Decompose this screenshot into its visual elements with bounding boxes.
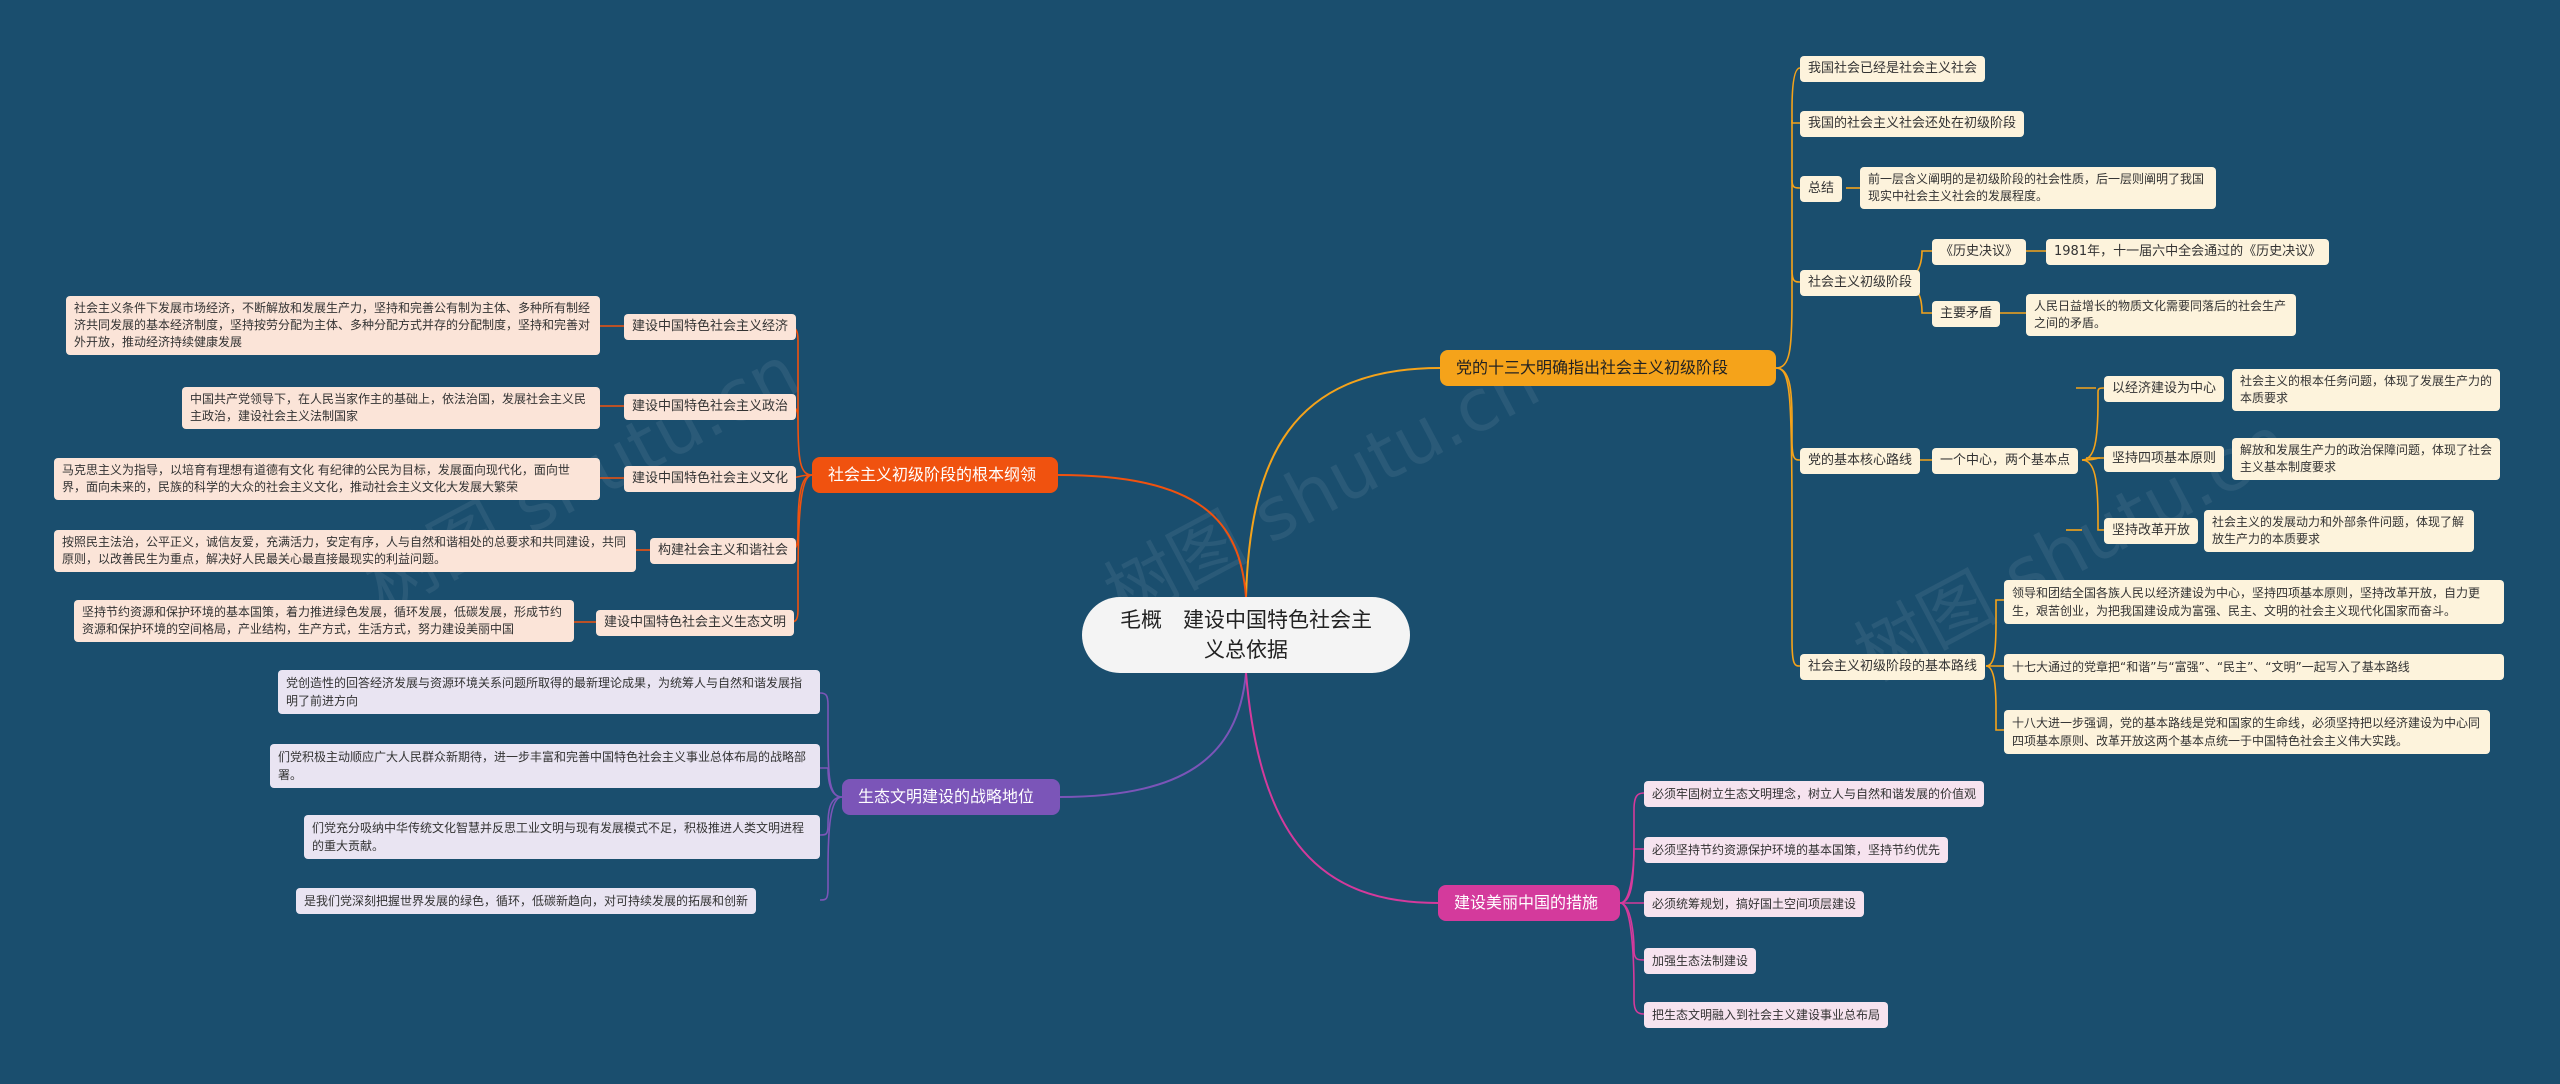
node-harmony-text[interactable]: 按照民主法治，公平正义，诚信友爱，充满活力，安定有序，人与自然和谐相处的总要求和… [54,530,636,572]
node-measure-2[interactable]: 必须坚持节约资源保护环境的基本国策，坚持节约优先 [1644,837,1949,863]
node-initial-stage[interactable]: 我国的社会主义社会还处在初级阶段 [1800,111,2025,137]
branch-fundamental-program[interactable]: 社会主义初级阶段的根本纲领 [812,457,1058,493]
node-history-text[interactable]: 1981年，十一届六中全会通过的《历史决议》 [2046,239,2330,265]
node-socialist-society[interactable]: 我国社会已经是社会主义社会 [1800,56,1986,82]
node-basic-line-text-1[interactable]: 领导和团结全国各族人民以经济建设为中心，坚持四项基本原则，坚持改革开放，自力更生… [2004,580,2504,624]
central-topic[interactable]: 毛概 建设中国特色社会主义总依据 [1082,597,1410,673]
node-line-sub-3[interactable]: 坚持改革开放 [2104,518,2199,544]
node-measure-1[interactable]: 必须牢固树立生态文明理念，树立人与自然和谐发展的价值观 [1644,781,1985,807]
node-basic-line-text-2[interactable]: 十七大通过的党章把“和谐”与“富强”、“民主”、“文明”一起写入了基本路线 [2004,654,2504,680]
node-economy-text[interactable]: 社会主义条件下发展市场经济，不断解放和发展生产力，坚持和完善公有制为主体、多种所… [66,296,600,355]
node-politics[interactable]: 建设中国特色社会主义政治 [624,394,797,420]
node-one-center-two-points[interactable]: 一个中心，两个基本点 [1932,448,2079,474]
node-line-sub-2-text[interactable]: 解放和发展生产力的政治保障问题，体现了社会主义基本制度要求 [2232,438,2500,480]
node-harmony[interactable]: 构建社会主义和谐社会 [650,538,797,564]
node-contradiction-text[interactable]: 人民日益增长的物质文化需要同落后的社会生产之间的矛盾。 [2026,294,2296,336]
node-ecology[interactable]: 建设中国特色社会主义生态文明 [596,610,795,636]
node-line-sub-2[interactable]: 坚持四项基本原则 [2104,446,2225,472]
node-basic-line-text-3[interactable]: 十八大进一步强调，党的基本路线是党和国家的生命线，必须坚持把以经济建设为中心同四… [2004,710,2490,754]
node-core-line[interactable]: 党的基本核心路线 [1800,448,1921,474]
node-politics-text[interactable]: 中国共产党领导下，在人民当家作主的基础上，依法治国，发展社会主义民主政治，建设社… [182,387,600,429]
node-strategic-1[interactable]: 党创造性的回答经济发展与资源环境关系问题所取得的最新理论成果，为统筹人与自然和谐… [278,670,820,714]
node-strategic-4[interactable]: 是我们党深刻把握世界发展的绿色，循环，低碳新趋向，对可持续发展的拓展和创新 [296,888,757,914]
branch-beautiful-china[interactable]: 建设美丽中国的措施 [1438,885,1620,921]
node-strategic-3[interactable]: 们党充分吸纳中华传统文化智慧并反思工业文明与现有发展模式不足，积极推进人类文明进… [304,815,820,859]
node-line-sub-1-text[interactable]: 社会主义的根本任务问题，体现了发展生产力的本质要求 [2232,369,2500,411]
node-ecology-text[interactable]: 坚持节约资源和保护环境的基本国策，着力推进绿色发展，循环发展，低碳发展，形成节约… [74,600,574,642]
branch-initial-stage[interactable]: 党的十三大明确指出社会主义初级阶段 [1440,350,1776,386]
node-history-resolution[interactable]: 《历史决议》 [1932,239,2027,265]
node-culture-text[interactable]: 马克思主义为指导，以培育有理想有道德有文化 有纪律的公民为目标，发展面向现代化，… [54,458,600,500]
node-line-sub-3-text[interactable]: 社会主义的发展动力和外部条件问题，体现了解放生产力的本质要求 [2204,510,2474,552]
node-summary[interactable]: 总结 [1800,176,1843,202]
node-culture[interactable]: 建设中国特色社会主义文化 [624,466,797,492]
branch-strategic-position[interactable]: 生态文明建设的战略地位 [842,779,1060,815]
node-line-sub-1[interactable]: 以经济建设为中心 [2104,376,2225,402]
node-stage[interactable]: 社会主义初级阶段 [1800,270,1921,296]
node-strategic-2[interactable]: 们党积极主动顺应广大人民群众新期待，进一步丰富和完善中国特色社会主义事业总体布局… [270,744,820,788]
central-topic-label: 毛概 建设中国特色社会主义总依据 [1120,608,1372,662]
node-summary-text[interactable]: 前一层含义阐明的是初级阶段的社会性质，后一层则阐明了我国现实中社会主义社会的发展… [1860,167,2216,209]
node-economy[interactable]: 建设中国特色社会主义经济 [624,314,797,340]
node-main-contradiction[interactable]: 主要矛盾 [1932,301,2001,327]
node-measure-5[interactable]: 把生态文明融入到社会主义建设事业总布局 [1644,1002,1889,1028]
node-basic-line[interactable]: 社会主义初级阶段的基本路线 [1800,654,1986,680]
node-measure-3[interactable]: 必须统筹规划，搞好国土空间项层建设 [1644,891,1865,917]
node-measure-4[interactable]: 加强生态法制建设 [1644,948,1757,974]
